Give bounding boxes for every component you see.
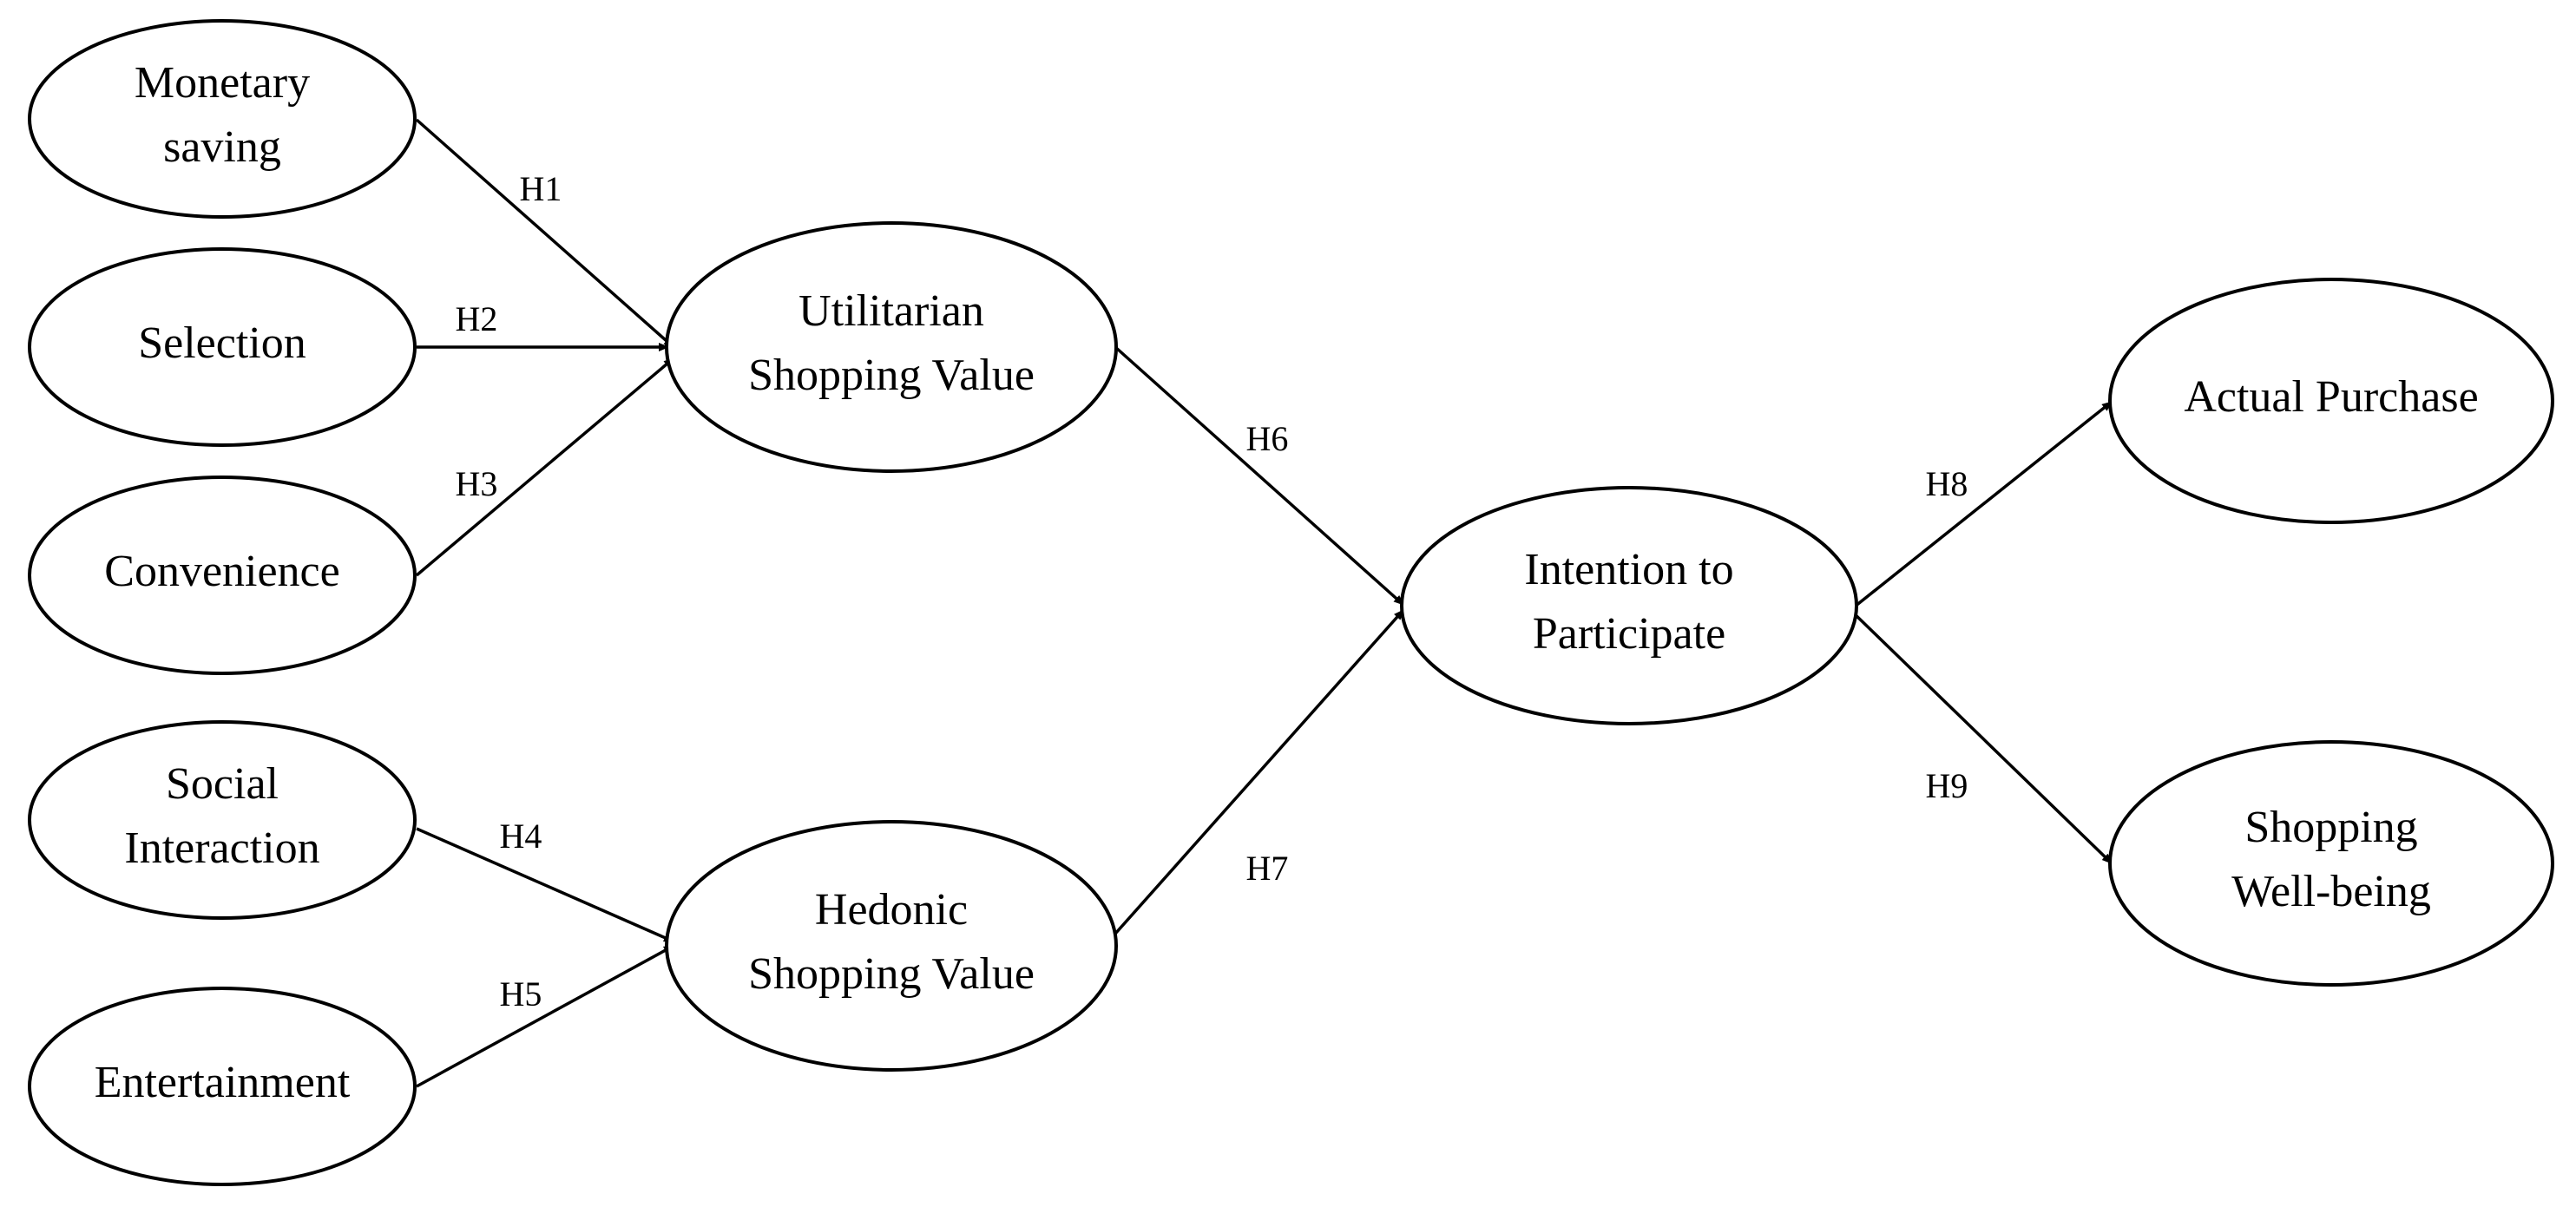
edge-label-h4: H4 <box>500 817 542 856</box>
node-entertainment-ellipse <box>28 987 417 1186</box>
edge-label-h1: H1 <box>520 169 562 208</box>
edge-h4-arrow <box>416 827 674 943</box>
node-selection: Selection <box>28 247 417 447</box>
node-intention-to-participate: Intention to Participate <box>1400 486 1858 725</box>
edge-label-h2: H2 <box>456 299 498 338</box>
node-social-interaction-label-line: Interaction <box>124 823 319 873</box>
node-shopping-well-being-label-line: Shopping <box>2244 803 2417 852</box>
node-intention-to-participate-ellipse <box>1400 486 1858 725</box>
edge-h1-arrow <box>415 118 675 349</box>
edge-h7-arrow <box>1114 608 1405 935</box>
node-hedonic-shopping-value-label-line: Shopping Value <box>748 949 1035 999</box>
node-selection-label-line: Selection <box>138 318 306 368</box>
node-entertainment: Entertainment <box>28 987 417 1186</box>
node-hedonic-shopping-value-ellipse <box>665 820 1118 1072</box>
node-monetary-saving-label-line: Monetary <box>135 58 310 108</box>
node-convenience: Convenience <box>28 476 417 675</box>
node-monetary-saving: Monetary saving <box>28 19 417 219</box>
node-shopping-well-being-label-line: Well-being <box>2231 867 2431 916</box>
edge-label-h5: H5 <box>500 974 542 1013</box>
node-intention-to-participate-label-line: Participate <box>1533 609 1725 659</box>
node-intention-to-participate-label-line: Intention to <box>1524 545 1733 594</box>
node-monetary-saving-label-line: saving <box>163 122 281 172</box>
node-entertainment-label-line: Entertainment <box>95 1058 351 1107</box>
edge-h3-arrow <box>415 357 675 577</box>
edge-label-h3: H3 <box>456 464 498 503</box>
node-actual-purchase: Actual Purchase <box>2108 278 2554 524</box>
node-convenience-label-line: Convenience <box>104 547 339 596</box>
edge-h9-arrow <box>1849 608 2113 865</box>
edge-label-h9: H9 <box>1926 766 1968 805</box>
node-shopping-well-being-ellipse <box>2108 740 2554 987</box>
node-social-interaction-label-line: Social <box>166 759 279 809</box>
node-utilitarian-shopping-value-label-line: Shopping Value <box>748 351 1035 400</box>
node-utilitarian-shopping-value-ellipse <box>665 221 1118 473</box>
edge-label-h8: H8 <box>1926 464 1968 503</box>
node-actual-purchase-label-line: Actual Purchase <box>2184 372 2478 422</box>
edge-label-h7: H7 <box>1246 849 1289 888</box>
node-utilitarian-shopping-value-label-line: Utilitarian <box>798 286 984 336</box>
node-actual-purchase-ellipse <box>2108 278 2554 524</box>
edge-label-h6: H6 <box>1246 419 1289 458</box>
node-monetary-saving-ellipse <box>28 19 417 219</box>
edge-h6-arrow <box>1114 345 1405 607</box>
node-hedonic-shopping-value-label-line: Hedonic <box>815 885 968 935</box>
node-social-interaction-ellipse <box>28 720 417 920</box>
edge-h5-arrow <box>416 944 674 1088</box>
node-selection-ellipse <box>28 247 417 447</box>
edge-h8-arrow <box>1849 400 2113 612</box>
node-convenience-ellipse <box>28 476 417 675</box>
